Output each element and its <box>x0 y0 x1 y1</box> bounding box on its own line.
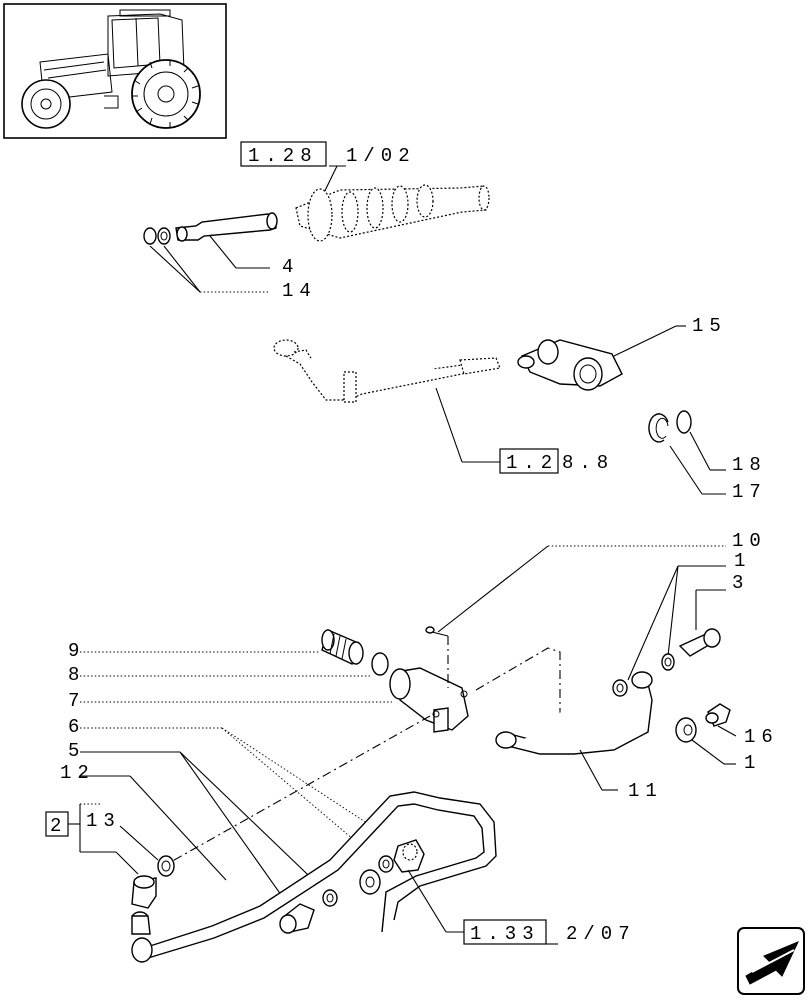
callout-15: 15 <box>692 315 727 337</box>
callout-18: 18 <box>732 454 767 476</box>
part-4-shaft <box>175 212 278 242</box>
callout-17: 17 <box>732 481 767 503</box>
svg-text:2/07: 2/07 <box>566 923 636 945</box>
callout-11: 11 <box>628 780 663 802</box>
callout-8: 8 <box>68 664 85 686</box>
part-1-washer-upper <box>661 653 675 671</box>
part-6-washer-a <box>322 889 338 907</box>
part-9-filter <box>321 629 364 666</box>
part-13-washer <box>157 855 175 877</box>
part-6-washer-b <box>378 855 394 873</box>
callout-10: 10 <box>732 530 767 552</box>
svg-text:1.28: 1.28 <box>248 145 318 167</box>
part-12-long-pipe <box>131 791 497 963</box>
callout-12: 12 <box>60 762 95 784</box>
part-17-snap-ring <box>648 413 669 443</box>
part-10-pin <box>425 626 449 637</box>
svg-text:1/02: 1/02 <box>346 145 416 167</box>
callout-1b: 1 <box>744 752 761 774</box>
pipe-assembly <box>273 339 501 403</box>
callout-7: 7 <box>68 690 85 712</box>
reference-1-28-1-02[interactable]: 1.28 1/02 <box>240 141 416 167</box>
callout-1a: 1 <box>734 550 751 572</box>
adapter-fitting <box>393 839 425 873</box>
callout-3: 3 <box>732 572 749 594</box>
reference-1-33-2-07[interactable]: 1.33 2/07 <box>463 919 636 945</box>
svg-text:1.33: 1.33 <box>470 923 540 945</box>
svg-text:1.2: 1.2 <box>506 452 558 474</box>
callout-5: 5 <box>68 740 85 762</box>
part-1-washer-lower <box>675 717 697 743</box>
reference-1-28-8[interactable]: 1.2 8.8 <box>499 448 614 474</box>
part-16-plug <box>705 703 731 727</box>
svg-text:2: 2 <box>50 815 67 837</box>
part-8-o-ring <box>371 652 389 676</box>
part-15-fitting <box>517 339 623 391</box>
part-1-washer-pipe <box>612 679 628 697</box>
callout-16: 16 <box>744 726 779 748</box>
svg-text:8.8: 8.8 <box>562 452 614 474</box>
part-3-bolt <box>678 628 721 657</box>
part-7-valve-body <box>389 667 469 733</box>
reference-2[interactable]: 2 <box>45 811 69 837</box>
part-5-plug <box>279 903 315 934</box>
pto-shaft <box>295 184 490 242</box>
part-18-o-ring <box>676 410 692 434</box>
part-14-rings <box>143 227 171 245</box>
callout-9: 9 <box>68 640 85 662</box>
part-11-pipe <box>495 671 653 755</box>
tractor-thumbnail <box>3 3 227 139</box>
next-page-arrow-icon[interactable] <box>737 927 805 995</box>
callout-13: 13 <box>86 810 121 832</box>
callout-4: 4 <box>282 256 299 278</box>
callout-6: 6 <box>68 716 85 738</box>
part-13-elbow <box>131 875 157 935</box>
banjo-union <box>359 869 381 895</box>
callout-14: 14 <box>282 280 317 302</box>
